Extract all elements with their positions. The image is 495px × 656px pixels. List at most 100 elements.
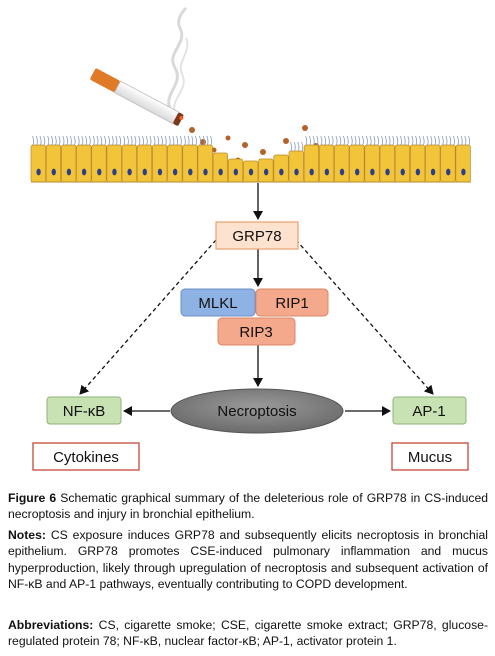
cilium [437, 135, 440, 146]
epithelial-cell [121, 144, 137, 183]
cell-nucleus [263, 168, 269, 176]
cilium [88, 135, 91, 146]
cilium [85, 135, 87, 146]
epithelial-cell [364, 144, 380, 183]
cilium [316, 135, 319, 146]
cell-nucleus [461, 168, 466, 176]
dashed-arrow-grp78-to-nfkb [79, 239, 217, 395]
cilium [452, 135, 455, 146]
cilium [43, 135, 46, 146]
rip1-label: RIP1 [275, 295, 308, 312]
cell-nucleus [415, 168, 421, 176]
cell-nucleus [66, 168, 72, 176]
epithelial-cell [394, 144, 411, 183]
cilium [320, 135, 323, 146]
cilium [81, 135, 84, 146]
grp78-label: GRP78 [232, 228, 281, 245]
cilium [138, 135, 141, 146]
cell-nucleus [36, 168, 41, 176]
necrosome-complex: MLKL RIP1 RIP3 [180, 288, 329, 346]
cilium [54, 135, 57, 146]
cilium [434, 135, 436, 146]
cilium [96, 135, 99, 146]
cilium [456, 135, 459, 146]
cell-nucleus [385, 168, 390, 176]
cilium [350, 135, 353, 146]
cilium [100, 135, 103, 146]
rip1-node: RIP1 [255, 288, 329, 317]
cell-nucleus [309, 168, 314, 176]
cilium [426, 135, 429, 146]
necroptosis-node: Necroptosis [170, 388, 344, 434]
cell-nucleus [233, 168, 239, 176]
cilium [335, 135, 338, 146]
figure-label: Figure 6 [8, 491, 57, 505]
dashed-arrow-grp78-to-ap1 [295, 239, 434, 395]
cilium [103, 135, 106, 146]
cilium [183, 135, 186, 146]
cilium [160, 135, 163, 146]
epithelial-cell [152, 144, 168, 183]
epithelial-cell [425, 144, 441, 183]
necroptosis-label: Necroptosis [217, 403, 296, 420]
cilium [123, 135, 126, 146]
cilium [115, 135, 118, 146]
ap1-label: AP-1 [412, 403, 445, 420]
epithelial-cell [167, 144, 183, 183]
cilium [66, 135, 69, 146]
cytokines-node: Cytokines [32, 442, 140, 471]
figure-caption: Figure 6 Schematic graphical summary of … [8, 490, 488, 523]
cilium [92, 135, 95, 146]
cell-nucleus [81, 168, 87, 176]
cilium [153, 135, 156, 146]
cell-nucleus [203, 168, 208, 176]
cilium [422, 135, 425, 146]
cell-nucleus [188, 168, 193, 176]
cilium [168, 135, 171, 146]
cilium [464, 135, 467, 146]
cell-nucleus [112, 168, 117, 176]
cilium [51, 135, 53, 146]
cilium [62, 135, 65, 146]
cell-nucleus [172, 168, 178, 176]
epithelial-cell [409, 144, 426, 183]
epithelial-cell [136, 144, 153, 183]
epithelial-cell [440, 144, 456, 183]
cilium [191, 135, 194, 146]
cilium [399, 135, 402, 146]
cilium [47, 135, 50, 146]
epithelial-cell [288, 150, 304, 183]
cilium [407, 135, 410, 146]
cilium [297, 141, 300, 152]
mlkl-label: MLKL [198, 295, 237, 312]
epithelial-cell [273, 154, 289, 183]
cilium [392, 135, 395, 146]
cell-nucleus [51, 168, 56, 176]
figure-notes: Notes: CS exposure induces GRP78 and sub… [8, 527, 488, 593]
cilium [449, 135, 452, 146]
cilium [339, 135, 342, 146]
diagram-canvas: GRP78 MLKL RIP1 RIP3 Necroptosis NF-κB A… [30, 6, 471, 471]
cilium [199, 135, 201, 146]
cilium [354, 135, 357, 146]
epithelial-cell [334, 144, 350, 183]
cilium [305, 135, 308, 146]
cilium [411, 135, 414, 146]
cilium [331, 135, 334, 146]
cilium [73, 135, 76, 146]
ap1-node: AP-1 [392, 396, 467, 425]
cilium [130, 135, 133, 146]
cilium [373, 135, 376, 146]
cell-nucleus [97, 168, 102, 176]
cell-nucleus [142, 168, 147, 176]
cell-nucleus [218, 168, 223, 176]
cilium [179, 135, 182, 146]
cell-nucleus [294, 168, 299, 176]
cilium [441, 135, 444, 146]
nfkb-node: NF-κB [46, 396, 122, 425]
cell-nucleus [355, 168, 360, 176]
cell-nucleus [446, 168, 451, 176]
epithelial-cell [91, 144, 107, 183]
cilium [445, 135, 448, 146]
cilium [119, 135, 122, 146]
